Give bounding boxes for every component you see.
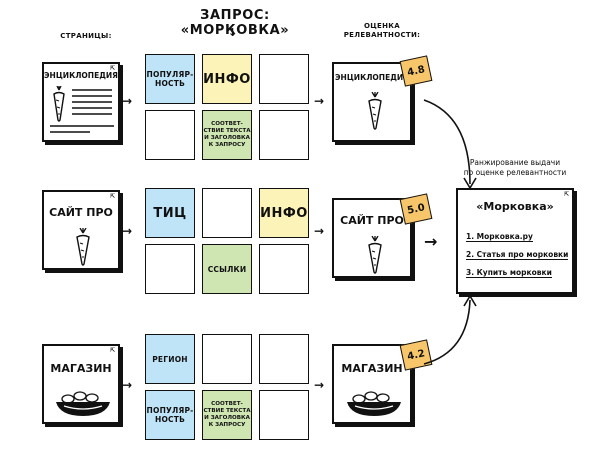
- carrot-icon: [368, 92, 382, 130]
- arrow-icon: →: [122, 378, 133, 392]
- feature-cell: [259, 334, 309, 384]
- collapse-icon: ⇱: [563, 191, 569, 198]
- result-title: ЭНЦИКЛОПЕДИЯ: [335, 73, 409, 82]
- result-title: МАГАЗИН: [341, 362, 403, 375]
- page-title: МАГАЗИН: [50, 362, 112, 375]
- result-card-encyclopedia: ЭНЦИКЛОПЕДИЯ: [332, 62, 412, 142]
- bowl-of-carrots-icon: [347, 391, 401, 416]
- feature-cell: [259, 110, 309, 160]
- page-title: ЭНЦИКЛОПЕДИЯ: [44, 71, 118, 80]
- page-card-shop: ⇱ МАГАЗИН: [42, 344, 120, 424]
- collapse-icon: ⇱: [109, 193, 115, 200]
- ranking-item: 1. Морковка.ру: [466, 232, 533, 242]
- ranking-caption: Ранжирование выдачи по оценке релевантно…: [463, 158, 567, 177]
- feature-cell: [202, 188, 252, 238]
- result-card-site: САЙТ ПРО: [332, 198, 412, 278]
- feature-cell: [259, 54, 309, 104]
- page-card-encyclopedia: ⇱ ЭНЦИКЛОПЕДИЯ: [42, 62, 120, 142]
- text-lines-icon: [72, 89, 112, 115]
- carrot-icon: [53, 86, 65, 122]
- feature-cell: [202, 334, 252, 384]
- arrow-icon: →: [424, 232, 438, 251]
- relevance-label: ОЦЕНКА РЕЛЕВАНТНОСТИ:: [343, 22, 421, 39]
- pages-label: СТРАНИЦЫ:: [60, 32, 112, 40]
- relevance-score-badge: 4.8: [399, 55, 433, 87]
- carrot-icon: [76, 228, 90, 266]
- ranking-query: «Морковка»: [476, 200, 554, 213]
- bowl-of-carrots-icon: [56, 391, 110, 416]
- feature-cell: ПОПУЛЯР- НОСТЬ: [145, 390, 195, 440]
- query-down-arrow-icon: ↓: [228, 26, 238, 39]
- feature-cell: [145, 110, 195, 160]
- result-title: САЙТ ПРО: [340, 214, 404, 227]
- feature-cell: СООТВЕТ- СТВИЕ ТЕКСТА И ЗАГОЛОВКА К ЗАПР…: [202, 390, 252, 440]
- ranking-item: 2. Статья про морковки: [466, 250, 569, 260]
- arrow-icon: →: [314, 94, 325, 108]
- relevance-score-badge: 5.0: [399, 193, 433, 225]
- page-card-site: ⇱ САЙТ ПРО: [42, 190, 120, 270]
- text-lines-icon: [50, 125, 114, 133]
- feature-cell: СООТВЕТ- СТВИЕ ТЕКСТА И ЗАГОЛОВКА К ЗАПР…: [202, 110, 252, 160]
- feature-cell: ИНФО: [202, 54, 252, 104]
- result-card-shop: МАГАЗИН: [332, 344, 412, 424]
- carrot-icon: [368, 236, 382, 274]
- arrow-icon: →: [314, 378, 325, 392]
- feature-cell: [259, 244, 309, 294]
- feature-cell: ИНФО: [259, 188, 309, 238]
- feature-cell: ТИЦ: [145, 188, 195, 238]
- feature-cell: ПОПУЛЯР- НОСТЬ: [145, 54, 195, 104]
- page-title: САЙТ ПРО: [49, 206, 113, 219]
- feature-cell: ССЫЛКИ: [202, 244, 252, 294]
- arrow-icon: →: [122, 94, 133, 108]
- arrow-icon: →: [314, 224, 325, 238]
- feature-cell: [145, 244, 195, 294]
- ranking-item: 3. Купить морковки: [466, 268, 552, 278]
- arrow-icon: →: [122, 224, 133, 238]
- feature-cell: [259, 390, 309, 440]
- collapse-icon: ⇱: [109, 347, 115, 354]
- feature-cell: РЕГИОН: [145, 334, 195, 384]
- ranking-results-card: ⇱ «Морковка» 1. Морковка.ру 2. Статья пр…: [456, 188, 574, 294]
- collapse-icon: ⇱: [109, 65, 115, 72]
- query-title: ЗАПРОС: «МОРКОВКА»: [180, 8, 290, 38]
- curved-arrow-icon: [423, 294, 477, 365]
